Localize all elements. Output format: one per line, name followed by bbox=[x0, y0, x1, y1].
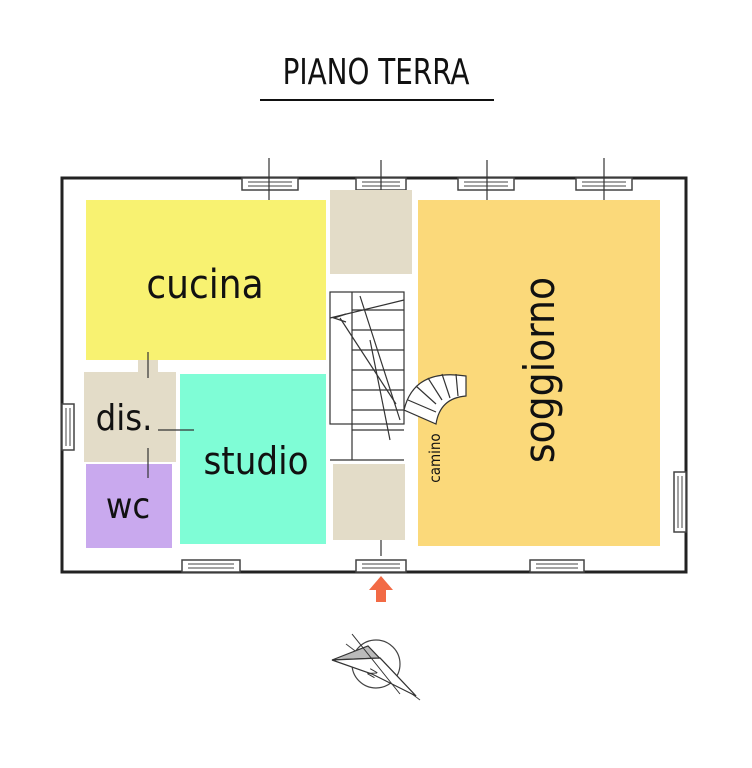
door-entrance bbox=[355, 540, 407, 573]
window-top-3 bbox=[457, 160, 515, 218]
room-studio bbox=[180, 374, 326, 544]
window-right bbox=[673, 471, 687, 533]
window-left bbox=[61, 403, 75, 451]
dis-area bbox=[84, 372, 176, 462]
window-bottom-2 bbox=[529, 559, 585, 573]
room-wc bbox=[86, 464, 172, 548]
window-top-4 bbox=[575, 158, 633, 220]
room-cucina bbox=[86, 200, 326, 360]
staircase bbox=[329, 291, 405, 461]
hall-top bbox=[330, 190, 412, 274]
room-label-dis: dis. bbox=[96, 398, 153, 439]
room-label-cucina: cucina bbox=[146, 262, 263, 308]
room-label-wc: wc bbox=[106, 486, 150, 527]
window-bottom-1 bbox=[181, 559, 241, 573]
arrow-up-icon bbox=[369, 576, 393, 602]
spiral-stair bbox=[403, 373, 467, 425]
north-compass-icon: N bbox=[331, 633, 421, 701]
fireplace-label: camino bbox=[426, 433, 444, 482]
room-soggiorno bbox=[418, 200, 660, 546]
hall-bottom bbox=[333, 464, 405, 540]
room-label-soggiorno: soggiorno bbox=[515, 277, 564, 463]
title-underline bbox=[260, 99, 494, 101]
page-title: PIANO TERRA bbox=[282, 52, 470, 93]
room-label-studio: studio bbox=[203, 439, 308, 483]
